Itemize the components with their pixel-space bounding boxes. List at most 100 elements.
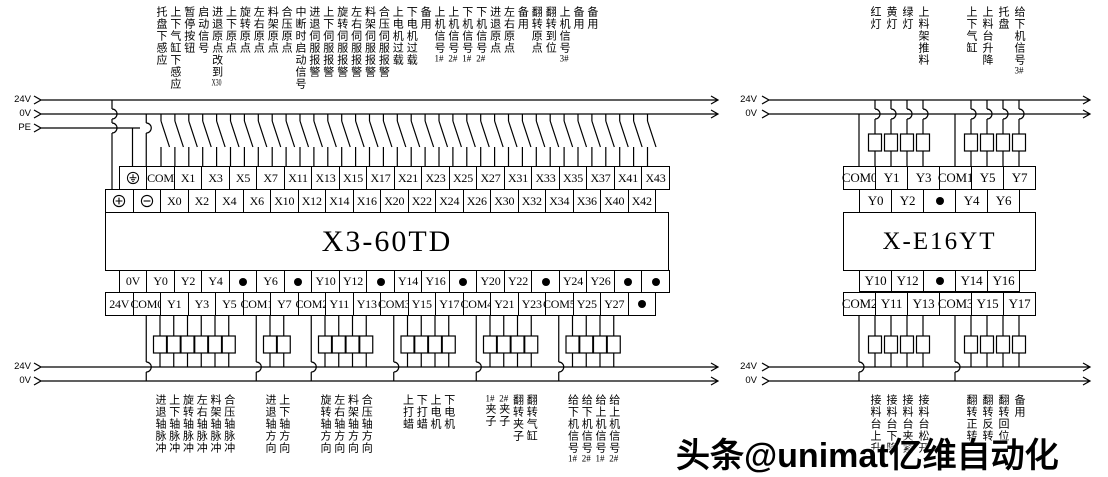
terminal-blank-6 bbox=[283, 270, 313, 293]
right-output-signal-label: 接料台上升 bbox=[869, 394, 881, 454]
input-signal-label: 备用 bbox=[585, 6, 598, 30]
input-signal-label: 备用 bbox=[572, 6, 584, 30]
rail-label-24v: 24V bbox=[740, 94, 757, 105]
rail-label-0v: 0V bbox=[19, 108, 31, 119]
input-signal-label: 左右原点 bbox=[252, 6, 265, 54]
terminal-com2: COM2 bbox=[295, 292, 328, 316]
output-signal-label: 左右轴方向 bbox=[332, 394, 345, 454]
terminal-y3: Y3 bbox=[907, 166, 940, 190]
terminal-x4: X4 bbox=[215, 189, 244, 213]
right-output-signal-label: 接料台下降 bbox=[885, 394, 897, 454]
terminal-dot bbox=[376, 277, 385, 286]
watermark: 头条@unimat亿维自动化 bbox=[676, 437, 1059, 475]
terminal-x6: X6 bbox=[242, 189, 271, 213]
terminal-y13: Y13 bbox=[907, 292, 940, 316]
terminal-y12: Y12 bbox=[891, 270, 924, 292]
terminal-y15: Y15 bbox=[971, 292, 1004, 316]
input-signal-label: 左右原点 bbox=[502, 6, 515, 54]
input-signal-label: 下机信号2# bbox=[474, 6, 487, 63]
terminal-x3: X3 bbox=[201, 166, 230, 190]
input-signal-label: 上机信号2# bbox=[446, 6, 459, 63]
terminal-x17: X17 bbox=[366, 166, 395, 190]
right-output-signal-label: 翻转反转 bbox=[981, 394, 993, 442]
input-signal-label: 上电机过载 bbox=[391, 6, 404, 66]
right-output-signal-label: 接料台松开 bbox=[917, 394, 929, 454]
output-signal-label: 进退轴方向 bbox=[264, 394, 276, 454]
terminal-y6: Y6 bbox=[256, 270, 285, 293]
output-signal-label: 上电机 bbox=[429, 394, 441, 430]
rail-label-24v: 24V bbox=[740, 361, 757, 372]
terminal-y7: Y7 bbox=[1003, 166, 1036, 190]
terminal-x30: X30 bbox=[490, 189, 519, 213]
terminal-blank-19 bbox=[641, 270, 670, 293]
terminal-x12: X12 bbox=[297, 189, 326, 213]
terminal-com4: COM4 bbox=[460, 292, 493, 316]
output-signal-label: 左右轴脉冲 bbox=[195, 394, 208, 454]
terminal-blank-19 bbox=[627, 292, 656, 316]
terminal-x15: X15 bbox=[338, 166, 368, 190]
right-output-signal-label: 上料台升降 bbox=[981, 6, 993, 66]
input-signal-label: 合压原点 bbox=[280, 6, 293, 54]
terminal-y14: Y14 bbox=[393, 270, 423, 293]
terminal-blank-9 bbox=[366, 270, 395, 293]
plc-body-right: X-E16YT bbox=[843, 212, 1036, 271]
terminal-y20: Y20 bbox=[476, 270, 505, 293]
terminal-y21: Y21 bbox=[490, 292, 519, 316]
terminal-y15: Y15 bbox=[407, 292, 436, 316]
terminal-x31: X31 bbox=[503, 166, 533, 190]
terminal-x32: X32 bbox=[517, 189, 546, 213]
terminal-y14: Y14 bbox=[955, 270, 988, 292]
input-signal-label: 上下伺服报警 bbox=[321, 6, 334, 78]
right-output-signal-label: 绿灯 bbox=[901, 6, 913, 30]
right-output-signal-label: 翻转正转 bbox=[965, 394, 977, 442]
right-output-signal-label: 上料架推料 bbox=[917, 6, 929, 66]
terminal-x7: X7 bbox=[256, 166, 285, 190]
output-signal-label: 给下机信号1# bbox=[566, 394, 579, 463]
terminal-x35: X35 bbox=[558, 166, 588, 190]
right-output-signal-label: 接料台夹紧 bbox=[901, 394, 913, 454]
output-signal-label: 1#夹子 bbox=[484, 394, 496, 427]
terminal-x10: X10 bbox=[270, 189, 299, 213]
terminal-blank-2 bbox=[923, 189, 956, 213]
terminal-y26: Y26 bbox=[586, 270, 615, 293]
input-signal-label: 启动信号 bbox=[196, 6, 209, 54]
input-signal-label: 下机信号1# bbox=[460, 6, 473, 63]
terminal-dot bbox=[624, 277, 632, 286]
output-signal-label: 旋转轴方向 bbox=[319, 394, 331, 454]
input-signal-label: 托盘下感应 bbox=[155, 6, 167, 66]
terminal-y17: Y17 bbox=[435, 292, 464, 316]
right-output-signal-label: 黄灯 bbox=[885, 6, 897, 30]
terminal-y1: Y1 bbox=[160, 292, 189, 316]
terminal-dot bbox=[541, 277, 550, 286]
terminal-minus-icon bbox=[132, 189, 161, 213]
terminal-24v: 24V bbox=[105, 292, 134, 316]
terminal-x26: X26 bbox=[462, 189, 491, 213]
input-signal-label: 进退伺服报警 bbox=[307, 6, 320, 78]
terminal-com1: COM1 bbox=[938, 166, 973, 190]
terminal-y22: Y22 bbox=[503, 270, 533, 293]
terminal-dot bbox=[459, 277, 467, 286]
input-signal-label: 左右伺服报警 bbox=[349, 6, 362, 78]
output-signal-label: 料架轴方向 bbox=[346, 394, 359, 454]
terminal-0v: 0V bbox=[118, 270, 148, 293]
input-signal-label: 合压伺服报警 bbox=[377, 6, 390, 78]
terminal-x11: X11 bbox=[283, 166, 313, 190]
terminal-y2: Y2 bbox=[173, 270, 203, 293]
output-signal-label: 合压轴脉冲 bbox=[222, 394, 235, 454]
output-signal-label: 下电机 bbox=[442, 394, 455, 430]
rail-label-24v: 24V bbox=[14, 94, 31, 105]
output-signal-label: 翻转夹子 bbox=[511, 394, 524, 442]
terminal-y4: Y4 bbox=[201, 270, 230, 293]
terminal-plus-icon bbox=[105, 189, 134, 213]
input-signal-label: 上下原点 bbox=[224, 6, 237, 54]
terminal-y13: Y13 bbox=[352, 292, 381, 316]
terminal-y12: Y12 bbox=[338, 270, 368, 293]
terminal-y25: Y25 bbox=[572, 292, 601, 316]
right-output-signal-label: 上下气缸 bbox=[965, 6, 977, 54]
terminal-y24: Y24 bbox=[558, 270, 588, 293]
terminal-x1: X1 bbox=[173, 166, 203, 190]
terminal-y10: Y10 bbox=[311, 270, 340, 293]
terminal-x20: X20 bbox=[380, 189, 409, 213]
terminal-dot bbox=[651, 277, 660, 286]
